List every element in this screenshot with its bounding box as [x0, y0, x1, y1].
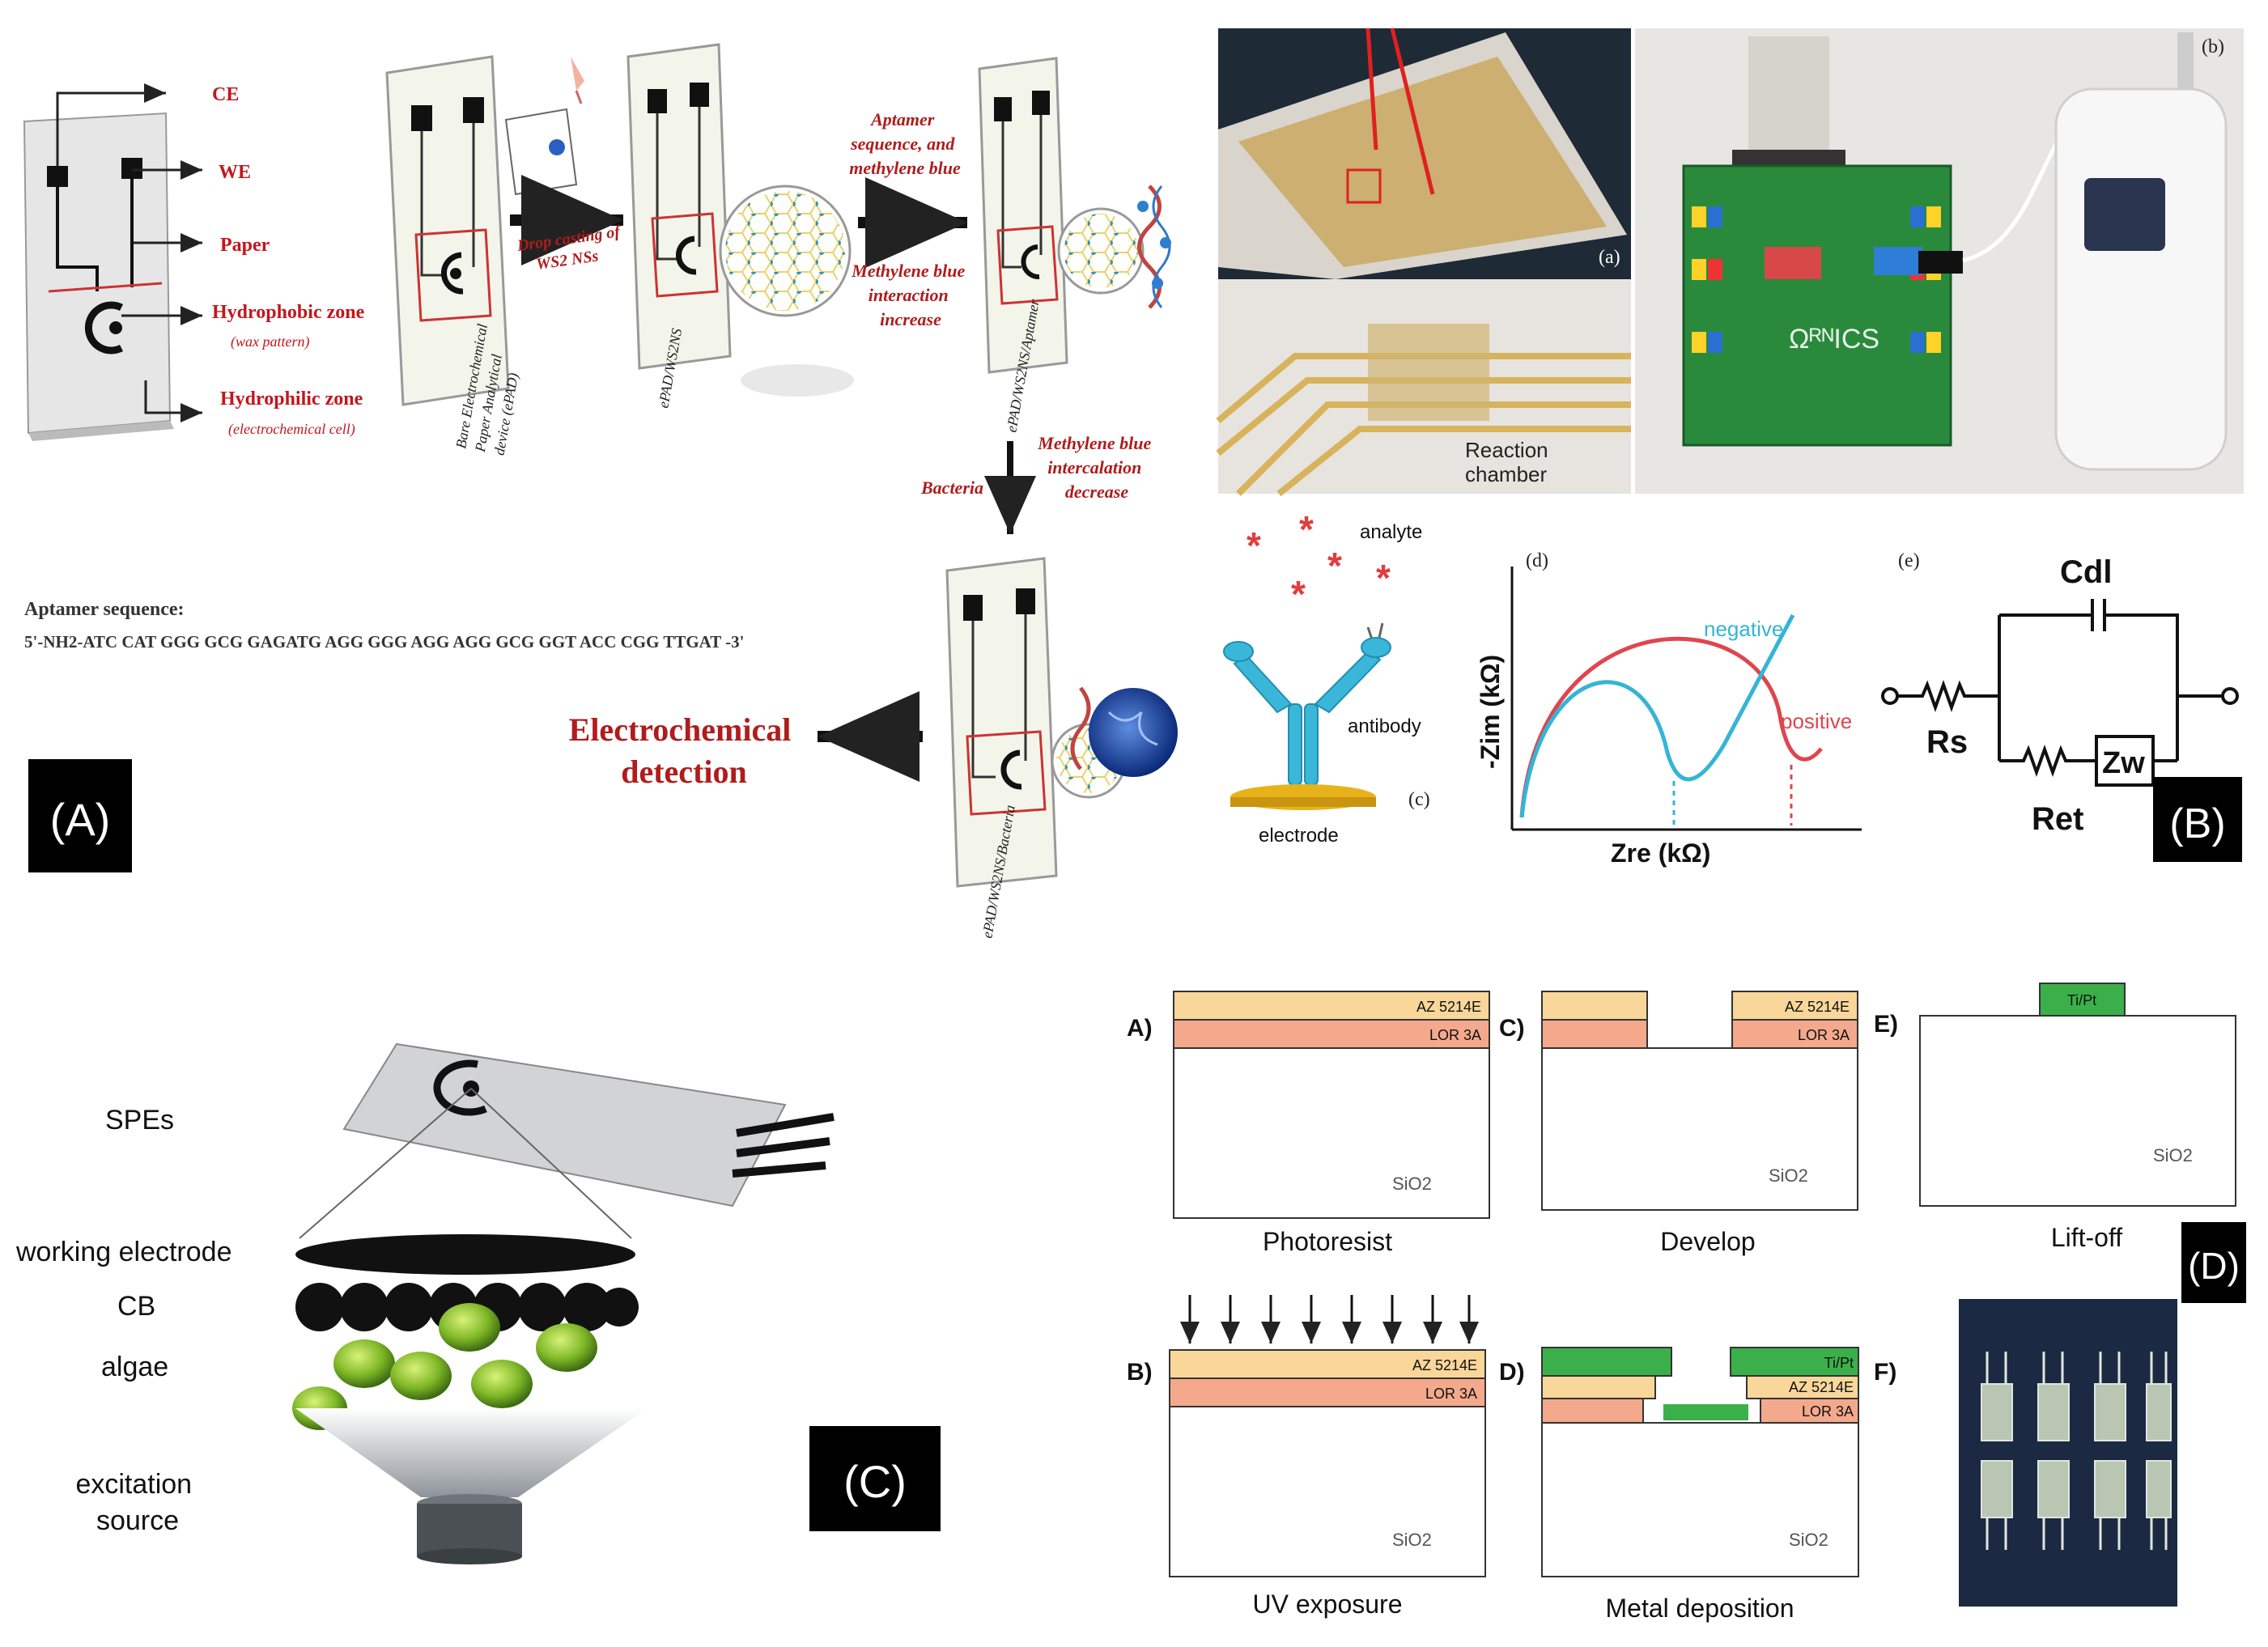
- aptamer-title: Aptamer sequence:: [24, 599, 185, 620]
- svg-text:*: *: [1299, 508, 1314, 550]
- step-a-letter: A): [1127, 1015, 1153, 1042]
- lor-label: LOR 3A: [1425, 1386, 1477, 1402]
- aptamer-step-label: Aptamer sequence, and methylene blue: [849, 109, 961, 178]
- negative-label: negative: [1704, 617, 1783, 641]
- sub-e-label: (e): [1898, 550, 1920, 571]
- working-electrode-label: working electrode: [15, 1237, 231, 1267]
- panel-d: A) AZ 5214E LOR 3A SiO2 Photoresist C) A…: [1127, 983, 2246, 1623]
- lor-label: LOR 3A: [1802, 1403, 1854, 1420]
- hydrophobic-label: Hydrophobic zone: [212, 302, 365, 323]
- panel-a: CE WE Paper Hydrophobic zone (wax patter…: [23, 43, 1178, 940]
- step-c-letter: C): [1499, 1015, 1525, 1042]
- sio2-label: SiO2: [1769, 1165, 1808, 1186]
- mb-increase-label: Methylene blue interaction increase: [851, 261, 969, 329]
- panel-c-label: (C): [843, 1456, 907, 1507]
- we-label: WE: [219, 162, 251, 183]
- electrode-label: electrode: [1259, 825, 1339, 847]
- panel-c: SPEs working electrode CB algae excitati…: [15, 1042, 941, 1564]
- sio2-label: SiO2: [2153, 1145, 2193, 1165]
- svg-text:*: *: [1291, 573, 1306, 615]
- step-metal-deposition: D) Ti/Pt AZ 5214E LOR 3A SiO2 Metal depo…: [1499, 1347, 1859, 1623]
- svg-text:*: *: [1327, 545, 1342, 587]
- zw-label: Zw: [2102, 746, 2145, 780]
- hydrophobic-sub: (wax pattern): [231, 333, 309, 350]
- aptamer-sequence: 5'-NH2-ATC CAT GGG GCG GAGATG AGG GGG AG…: [24, 632, 745, 652]
- epad-aptamer: ePAD/WS2NS/Aptamer: [978, 57, 1171, 434]
- panel-a-label: (A): [50, 794, 111, 845]
- excitation-label: excitation source: [75, 1469, 199, 1536]
- positive-label: positive: [1781, 709, 1852, 733]
- panel-d-label: (D): [2188, 1245, 2240, 1287]
- step-photoresist: A) AZ 5214E LOR 3A SiO2 Photoresist: [1127, 991, 1490, 1256]
- step-develop: C) AZ 5214E LOR 3A SiO2 Develop: [1499, 991, 1858, 1256]
- step-f-letter: F): [1874, 1359, 1896, 1386]
- step-b-caption: UV exposure: [1253, 1590, 1403, 1619]
- step-a-caption: Photoresist: [1263, 1227, 1392, 1256]
- negative-curve: [1519, 613, 1795, 818]
- az-label: AZ 5214E: [1416, 999, 1481, 1015]
- epad-ws2: ePAD/WS2NS: [626, 43, 854, 410]
- tipt-label: Ti/Pt: [1824, 1355, 1854, 1371]
- bacteria-label: Bacteria: [920, 478, 983, 498]
- az-label: AZ 5214E: [1785, 999, 1850, 1015]
- az-label: AZ 5214E: [1789, 1379, 1854, 1395]
- az-label: AZ 5214E: [1412, 1357, 1477, 1373]
- sio2-label: SiO2: [1392, 1530, 1432, 1550]
- antibody-schematic: analyte * * * * * antibody electrode (c): [1223, 508, 1430, 847]
- ce-label: CE: [212, 84, 239, 105]
- sub-a-label: (a): [1599, 247, 1620, 268]
- ret-label: Ret: [2032, 801, 2083, 837]
- bare-epad: Bare Electrochemical Paper Analytical de…: [385, 55, 522, 456]
- nyquist-ylabel: -Zim (kΩ): [1476, 655, 1505, 769]
- sio2-label: SiO2: [1392, 1174, 1432, 1194]
- sub-d-label: (d): [1526, 550, 1548, 571]
- analyte-label: analyte: [1360, 521, 1422, 543]
- lor-label: LOR 3A: [1429, 1027, 1481, 1043]
- step-e-caption: Lift-off: [2051, 1223, 2122, 1252]
- positive-curve: [1519, 636, 1823, 818]
- working-electrode-disk: [295, 1234, 635, 1275]
- rs-label: Rs: [1926, 724, 1968, 760]
- cb-label: CB: [117, 1291, 155, 1322]
- antibody-label: antibody: [1348, 715, 1421, 737]
- spes-label: SPEs: [105, 1105, 174, 1135]
- nyquist-xlabel: Zre (kΩ): [1611, 838, 1710, 868]
- cdl-label: Cdl: [2060, 554, 2112, 590]
- step-c-caption: Develop: [1660, 1227, 1755, 1256]
- step-d-letter: D): [1499, 1359, 1525, 1386]
- algae-label: algae: [101, 1352, 168, 1382]
- dropcast-label: Drop casting of WS2 NSs: [516, 223, 628, 276]
- wafer-photo: F): [1874, 1299, 2177, 1607]
- reaction-chamber-label: Reaction chamber: [1465, 438, 1554, 486]
- tipt-label: Ti/Pt: [2067, 992, 2096, 1008]
- epad-bacteria: ePAD/WS2NS/Bacteria: [945, 557, 1178, 940]
- sub-c-label: (c): [1408, 789, 1430, 810]
- board-label: ΩᴿᴺICS: [1789, 324, 1879, 354]
- svg-text:*: *: [1247, 524, 1261, 567]
- hydrophilic-label: Hydrophilic zone: [220, 388, 363, 410]
- chip-photo: (a) Reaction chamber: [1216, 28, 1631, 497]
- mb-decrease-label: Methylene blue intercalation decrease: [1037, 433, 1155, 502]
- step-b-letter: B): [1127, 1359, 1153, 1386]
- nyquist-plot: (d) -Zim (kΩ) Zre (kΩ) negative positive: [1476, 550, 1862, 868]
- step-d-caption: Metal deposition: [1605, 1594, 1794, 1623]
- hydrophilic-sub: (electrochemical cell): [228, 421, 355, 438]
- step-liftoff: E) Ti/Pt SiO2 Lift-off: [1874, 983, 2236, 1252]
- panel-b: (a) Reaction chamber: [1216, 28, 2244, 868]
- detection-label: Electrochemical detection: [569, 711, 800, 790]
- sio2-label: SiO2: [1789, 1530, 1828, 1550]
- epad-device-schematic: CE WE Paper Hydrophobic zone (wax patter…: [23, 83, 365, 441]
- svg-text:*: *: [1376, 557, 1391, 599]
- dropper-icon: [504, 57, 584, 196]
- panel-b-label: (B): [2169, 800, 2225, 847]
- paper-label: Paper: [220, 235, 270, 256]
- step-uv-exposure: B) AZ 5214E LOR 3A SiO2 UV exposure: [1127, 1295, 1486, 1619]
- potentiostat-photo: ΩᴿᴺICS (b): [1635, 28, 2244, 494]
- equivalent-circuit: (e) Cdl Rs Ret Zw: [1881, 550, 2239, 837]
- lor-label: LOR 3A: [1798, 1027, 1850, 1043]
- step-e-letter: E): [1874, 1011, 1898, 1038]
- sub-b-label: (b): [2202, 36, 2224, 57]
